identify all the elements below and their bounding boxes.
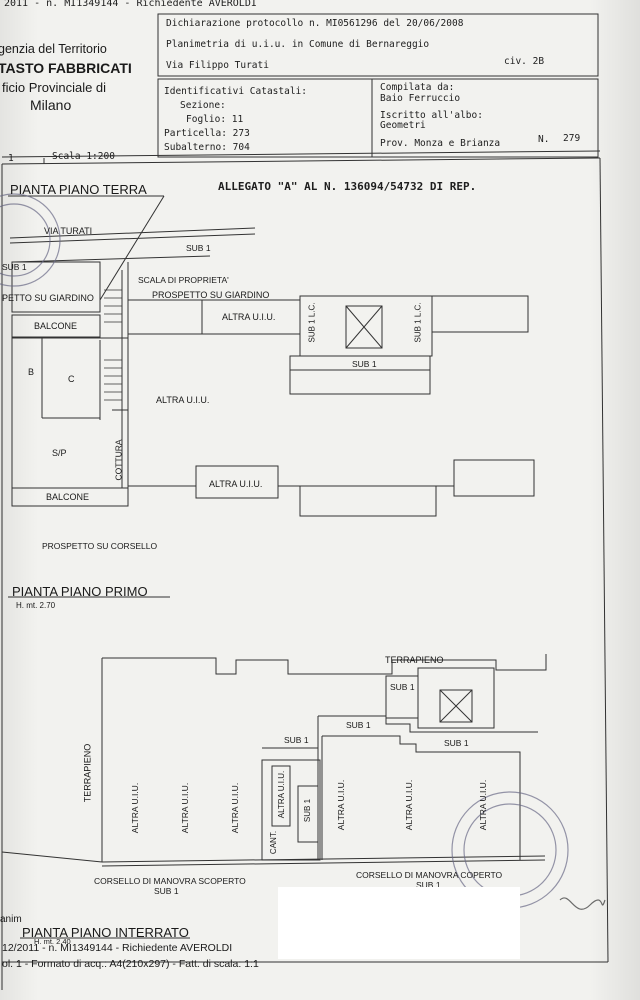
register-label: Iscritto all'albo: [380, 110, 483, 121]
declaration-number: Dichiarazione protocollo n. MI0561296 de… [166, 18, 464, 29]
footer-line-1: anim [0, 914, 22, 925]
agency-line-3: ficio Provinciale di [2, 80, 107, 95]
garden-right-label: PROSPETTO SU GIARDINO [152, 290, 270, 300]
allegato-reference: ALLEGATO "A" AL N. 136094/54732 DI REP. [218, 180, 477, 193]
basement-altra-2: ALTRA U.I.U. [180, 782, 191, 834]
cadastral-heading: Identificativi Catastali: [164, 86, 307, 97]
top-strip-text: 2011 - n. MI1349144 - Richiedente AVEROL… [4, 0, 257, 9]
cadastral-subalterno: Subalterno: 704 [164, 142, 250, 153]
basement-terrapieno-top: TERRAPIENO [385, 655, 444, 665]
cadastral-foglio: Foglio: 11 [186, 114, 244, 125]
property-line-label: SCALA DI PROPRIETA' [138, 275, 229, 285]
balcony-top-label: BALCONE [34, 321, 78, 331]
basement-altra-6: ALTRA U.I.U. [404, 779, 415, 831]
garden-left-label: PETTO SU GIARDINO [2, 293, 94, 303]
ground-sub1-b: SUB 1 [2, 262, 27, 272]
via-turati-label: VIA TURATI [44, 226, 93, 236]
register-value: Geometri [380, 120, 426, 131]
ground-stair-sub1: SUB 1 [352, 359, 377, 369]
corsello-right-sub: SUB 1 [416, 880, 441, 890]
basement-sub1-d: SUB 1 [444, 738, 469, 748]
redaction-box [278, 887, 520, 959]
scale-label: Scala 1:200 [52, 151, 115, 162]
corsello-right-label: CORSELLO DI MANOVRA COPERTO [356, 870, 503, 880]
agency-line-2: TASTO FABBRICATI [0, 60, 132, 76]
ground-altra-2: ALTRA U.I.U. [156, 395, 210, 405]
sub1-lc-right: SUB 1 L.C. [413, 302, 423, 343]
ground-sub1-a: SUB 1 [186, 243, 211, 253]
sheet-number: 1 [8, 153, 14, 164]
declaration-box [157, 13, 599, 77]
corsello-left-label: CORSELLO DI MANOVRA SCOPERTO [94, 876, 246, 886]
basement-height: H. mt. 2.40 [34, 937, 71, 946]
footer-line-2: 12/2011 - n. MI1349144 - Richiedente AVE… [2, 942, 233, 954]
room-b-label: B [28, 367, 35, 377]
room-c-label: C [68, 374, 75, 384]
basement-sub1-c: SUB 1 [284, 735, 309, 745]
basement-altra-4: ALTRA U.I.U. [277, 770, 287, 819]
cadastral-particella: Particella: 273 [164, 128, 250, 139]
cantina-label: CANT. [269, 830, 279, 855]
compiled-heading: Compilata da: [380, 82, 455, 93]
first-floor-height: H. mt. 2.70 [16, 601, 56, 610]
declaration-civic: civ. 2B [504, 56, 545, 67]
basement-altra-5: ALTRA U.I.U. [336, 779, 347, 831]
compiled-number-label: N. [538, 134, 550, 145]
room-sp-label: S/P [52, 448, 67, 458]
compiled-name: Baio Ferruccio [380, 93, 461, 104]
cadastral-sezione: Sezione: [180, 100, 226, 111]
compiled-box [371, 78, 599, 158]
corsello-label: PROSPETTO SU CORSELLO [42, 541, 158, 551]
ground-altra-1: ALTRA U.I.U. [222, 312, 276, 322]
compiled-number-value: 279 [563, 133, 581, 144]
agency-line-1: genzia del Territorio [0, 42, 107, 56]
ground-floor-title: PIANTA PIANO TERRA [10, 182, 147, 197]
sub1-lc-left: SUB 1 L.C. [307, 302, 317, 343]
basement-sub1-e: SUB 1 [303, 798, 313, 823]
balcony-bottom-label: BALCONE [46, 492, 90, 502]
footer-line-3: ol. 1 - Formato di acq.: A4(210x297) - F… [2, 958, 259, 970]
basement-altra-3: ALTRA U.I.U. [230, 782, 241, 834]
ground-altra-3: ALTRA U.I.U. [209, 479, 263, 489]
basement-sub1-b: SUB 1 [346, 720, 371, 730]
basement-altra-1: ALTRA U.I.U. [130, 782, 141, 834]
declaration-address: Via Filippo Turati [166, 60, 269, 71]
basement-terrapieno-side: TERRAPIENO [82, 743, 93, 803]
basement-sub1-a: SUB 1 [390, 682, 415, 692]
first-floor-title: PIANTA PIANO PRIMO [12, 584, 148, 599]
compiled-province: Prov. Monza e Brianza [380, 138, 501, 149]
agency-line-4: Milano [30, 97, 72, 113]
basement-title: PIANTA PIANO INTERRATO [22, 925, 189, 940]
cottura-label: COTTURA [113, 439, 124, 481]
basement-altra-7: ALTRA U.I.U. [478, 779, 489, 831]
declaration-plan: Planimetria di u.i.u. in Comune di Berna… [166, 39, 430, 50]
corsello-left-sub: SUB 1 [154, 886, 179, 896]
